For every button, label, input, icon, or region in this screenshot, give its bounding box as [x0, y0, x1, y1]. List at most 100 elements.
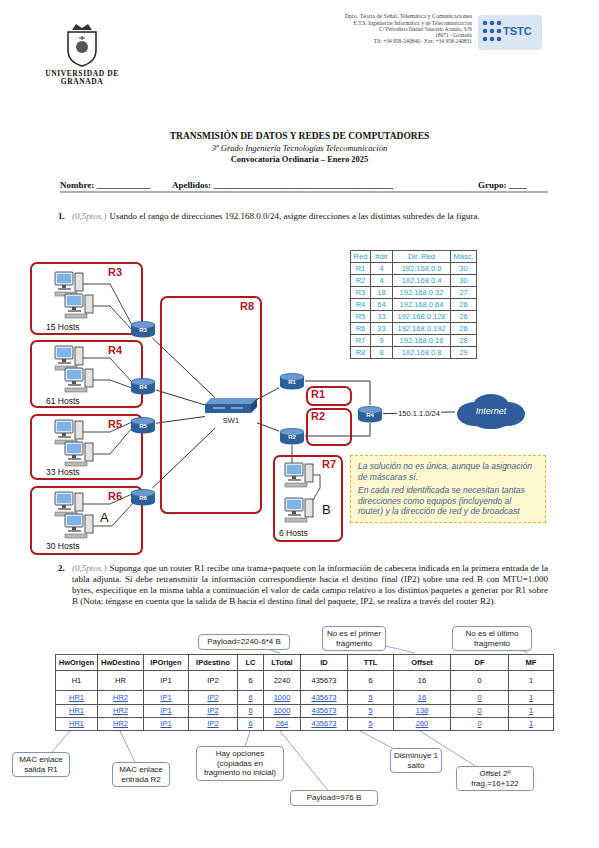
leader-line — [52, 731, 70, 752]
question-text: (0,5ptos.)Usando el rango de direcciones… — [72, 211, 548, 222]
header-table-cell: LC — [237, 654, 264, 671]
exam-title: TRANSMISIÓN DE DATOS Y REDES DE COMPUTAD… — [0, 131, 599, 141]
header-table-cell: DF — [450, 654, 509, 671]
header-table-cell: IP2 — [188, 717, 238, 731]
header-table-cell: HR — [97, 670, 144, 691]
header-table-cell: 1 — [508, 704, 554, 718]
exam-subtitle: 3º Grado Ingeniería Tecnologías Telecomu… — [0, 143, 599, 153]
header-table-cell: 260 — [393, 717, 451, 731]
callout-text: No es el último fragmento — [456, 629, 528, 648]
subnet-region: R533 HostsR5 — [30, 414, 143, 480]
network-link — [156, 390, 205, 405]
region-label: R8 — [240, 300, 254, 312]
leader-line — [386, 646, 415, 653]
header-table-cell: 5 — [347, 690, 394, 705]
points: (0,5ptos.) — [72, 211, 107, 221]
callout-box: Hay opciones (copiadas en fragmento no i… — [196, 746, 284, 781]
header-table-cell: 435673 — [300, 704, 348, 718]
header-table-cell: LTotal — [263, 654, 301, 671]
header-table-cell: HR2 — [97, 690, 144, 705]
region-label: R7 — [322, 458, 336, 470]
router-label: R4 — [130, 382, 156, 392]
host-group-letter: A — [100, 510, 109, 525]
header-table-cell: MF — [508, 654, 554, 671]
university-name: UNIVERSIDAD DE GRANADA — [44, 70, 120, 86]
header-table-cell: IPOrigen — [143, 654, 189, 671]
header-table-cell: HR1 — [55, 690, 98, 705]
header-table-cell: 1 — [508, 670, 554, 691]
header-table-cell: 0 — [450, 704, 509, 718]
note-text: La solución no es única, aunque la asign… — [358, 461, 538, 482]
host-count: 6 Hosts — [279, 528, 308, 538]
router-label: R4 — [357, 410, 383, 420]
leader-line — [280, 731, 328, 790]
header-table-cell: HR1 — [55, 717, 98, 731]
host-group-letter: B — [322, 502, 331, 517]
header-table-cell: 1 — [508, 717, 554, 731]
header-table-cell: TTL — [347, 654, 394, 671]
subnet-region: R1 — [306, 386, 352, 406]
internet-cloud: Internet — [455, 392, 527, 430]
header-table-cell: 1 — [508, 690, 554, 705]
header-table-cell: HR1 — [55, 704, 98, 718]
header-table-cell: 6 — [237, 670, 264, 691]
leader-line — [523, 651, 528, 653]
header-table-cell: 16 — [393, 690, 451, 705]
callout-box: Payload=976 B — [290, 790, 378, 806]
region-label: R5 — [108, 418, 122, 430]
header-table-cell: HR2 — [97, 704, 144, 718]
header-table-cell: ID — [300, 654, 348, 671]
region-label: R6 — [108, 490, 122, 502]
subnet-region: R461 HostsR4 — [30, 340, 143, 408]
question-body: Suponga que un router R1 recibe una tram… — [72, 563, 548, 606]
header-table-cell: 5 — [347, 717, 394, 731]
host-count: 61 Hosts — [46, 396, 80, 406]
subnet-region: R7B 6 Hosts — [273, 455, 343, 542]
host-count: 15 Hosts — [46, 322, 80, 332]
header-table-cell: IP2 — [188, 704, 238, 718]
header-line: E.T.S. Ingenierías Informática y de Tele… — [300, 20, 472, 26]
router-label: R5 — [130, 421, 156, 431]
header-table-cell: H1 — [55, 670, 98, 691]
note-text: En cada red identificada se necesitan ta… — [358, 485, 538, 517]
region-label: R1 — [311, 388, 325, 400]
header-table-cell: 2240 — [263, 670, 301, 691]
header-table-cell: IP1 — [143, 690, 189, 705]
cloud-label: Internet — [455, 392, 527, 430]
header-table-cell: IP1 — [143, 670, 189, 691]
address-table-cell: 29 — [450, 346, 477, 359]
callout-box: MAC enlace salida R1 — [12, 752, 70, 777]
host-links — [83, 284, 320, 526]
university-crest — [68, 24, 96, 66]
callout-box: MAC enlace entrada R2 — [112, 762, 170, 787]
header-table-cell: 264 — [263, 717, 301, 731]
note-box: La solución no es única, aunque la asign… — [350, 455, 546, 523]
router: R4 — [357, 405, 383, 423]
header-table-cell: IP2 — [188, 670, 238, 691]
group-field: Grupo: ____ — [478, 180, 548, 190]
router: R2 — [279, 427, 305, 445]
router: R6 — [130, 488, 156, 506]
callout-text: Payload=2240-6*4 B — [202, 637, 286, 647]
question-number: 2. — [58, 563, 72, 573]
header-table-cell: 1000 — [263, 690, 301, 705]
header-table-cell: 6 — [237, 690, 264, 705]
header-table-cell: 0 — [450, 690, 509, 705]
router-label: R2 — [279, 432, 305, 442]
header-table-cell: 138 — [393, 704, 451, 718]
leader-line — [269, 650, 280, 654]
subnet-region: R8SW1 — [160, 296, 262, 514]
question-text: (0,5ptos.)Suponga que un router R1 recib… — [72, 563, 548, 607]
header-line: 18071 - Granada — [300, 32, 472, 38]
header-table-cell: IP2 — [188, 690, 238, 705]
name-rule — [60, 192, 548, 193]
header-table-cell: 435673 — [300, 717, 348, 731]
subnet-region: R315 HostsR3 — [30, 262, 143, 335]
host-count: 33 Hosts — [46, 467, 80, 477]
region-label: R4 — [108, 344, 122, 356]
router-label: R1 — [279, 377, 305, 387]
header-line: C/ Periodista Daniel Saucedo Aranda, S/N — [300, 26, 472, 32]
name-field: Nombre: ____________ — [60, 180, 170, 190]
switch: SW1 — [205, 398, 257, 428]
